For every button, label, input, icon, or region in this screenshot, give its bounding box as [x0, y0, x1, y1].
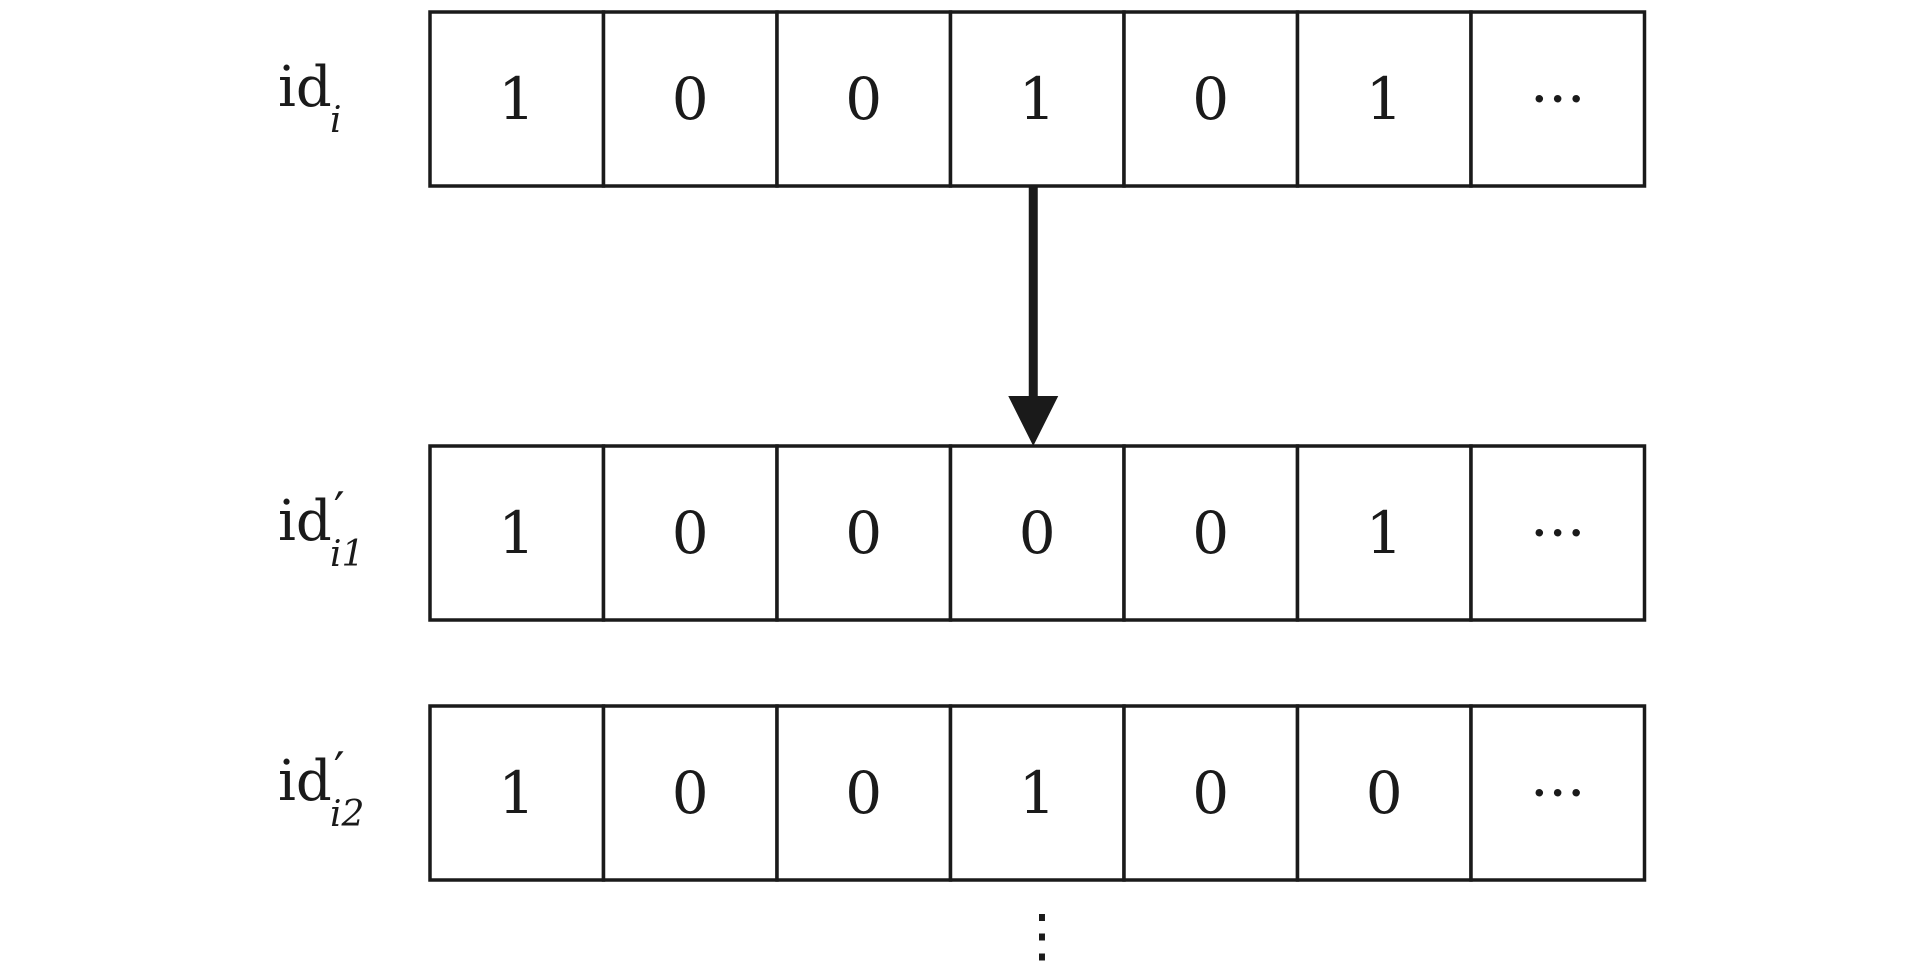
continuation-dots: ⋮	[1013, 901, 1071, 969]
row-label: id′	[278, 482, 345, 554]
arrow-layer	[1008, 186, 1059, 446]
bit-cell	[428, 704, 606, 882]
bit-value: ···	[1530, 499, 1585, 567]
bit-row-2: id′i2 1 0 0 1 0 0 ···	[278, 704, 1647, 882]
bit-cell	[1469, 704, 1647, 882]
bit-value: 1	[1019, 759, 1056, 827]
row-label: id′	[278, 742, 345, 814]
bit-value: 1	[498, 499, 535, 567]
bit-cell	[601, 704, 779, 882]
bit-value: 0	[1192, 759, 1229, 827]
bit-value: 1	[1366, 65, 1403, 133]
row-label-subscript: i1	[330, 534, 364, 575]
row-label-subscript: i2	[330, 794, 364, 835]
bit-cell	[1122, 704, 1300, 882]
row-label-prime: ′	[334, 742, 345, 798]
bit-value: 0	[672, 65, 709, 133]
bit-cell	[948, 444, 1126, 622]
bit-value: 1	[1366, 499, 1403, 567]
bit-value: 1	[498, 65, 535, 133]
bit-value: 1	[498, 759, 535, 827]
bit-value: 0	[1192, 499, 1229, 567]
row-label-prime: ′	[334, 482, 345, 538]
row-label-main: id	[278, 489, 332, 554]
bit-row-0: idi 1 0 0 1 0 1 ···	[278, 10, 1647, 188]
row-label: id	[278, 55, 332, 120]
bit-cell	[601, 444, 779, 622]
row-label-main: id	[278, 55, 332, 120]
bit-cell	[1295, 704, 1473, 882]
bit-cell	[775, 704, 953, 882]
bit-value: ···	[1530, 759, 1585, 827]
bit-cell	[428, 10, 606, 188]
bit-cell	[948, 704, 1126, 882]
bit-cell	[601, 10, 779, 188]
bit-value: 0	[1192, 65, 1229, 133]
bit-cell	[1295, 10, 1473, 188]
bit-value: 0	[1019, 499, 1056, 567]
bit-value: 0	[845, 759, 882, 827]
bit-value: ···	[1530, 65, 1585, 133]
bit-cell	[1122, 444, 1300, 622]
bit-cell	[1469, 444, 1647, 622]
row-label-main: id	[278, 749, 332, 814]
bit-row-1: id′i1 1 0 0 0 0 1 ···	[278, 444, 1647, 622]
bit-cell	[775, 10, 953, 188]
bit-value: 0	[1366, 759, 1403, 827]
bit-cell	[1122, 10, 1300, 188]
row-label-subscript: i	[330, 100, 342, 141]
bit-value: 0	[672, 759, 709, 827]
bit-value: 0	[845, 65, 882, 133]
arrow-head	[1008, 396, 1059, 446]
bit-cell	[1295, 444, 1473, 622]
bit-cell	[428, 444, 606, 622]
bit-value: 0	[672, 499, 709, 567]
bit-value: 1	[1019, 65, 1056, 133]
bit-value: 0	[845, 499, 882, 567]
bit-cell	[1469, 10, 1647, 188]
